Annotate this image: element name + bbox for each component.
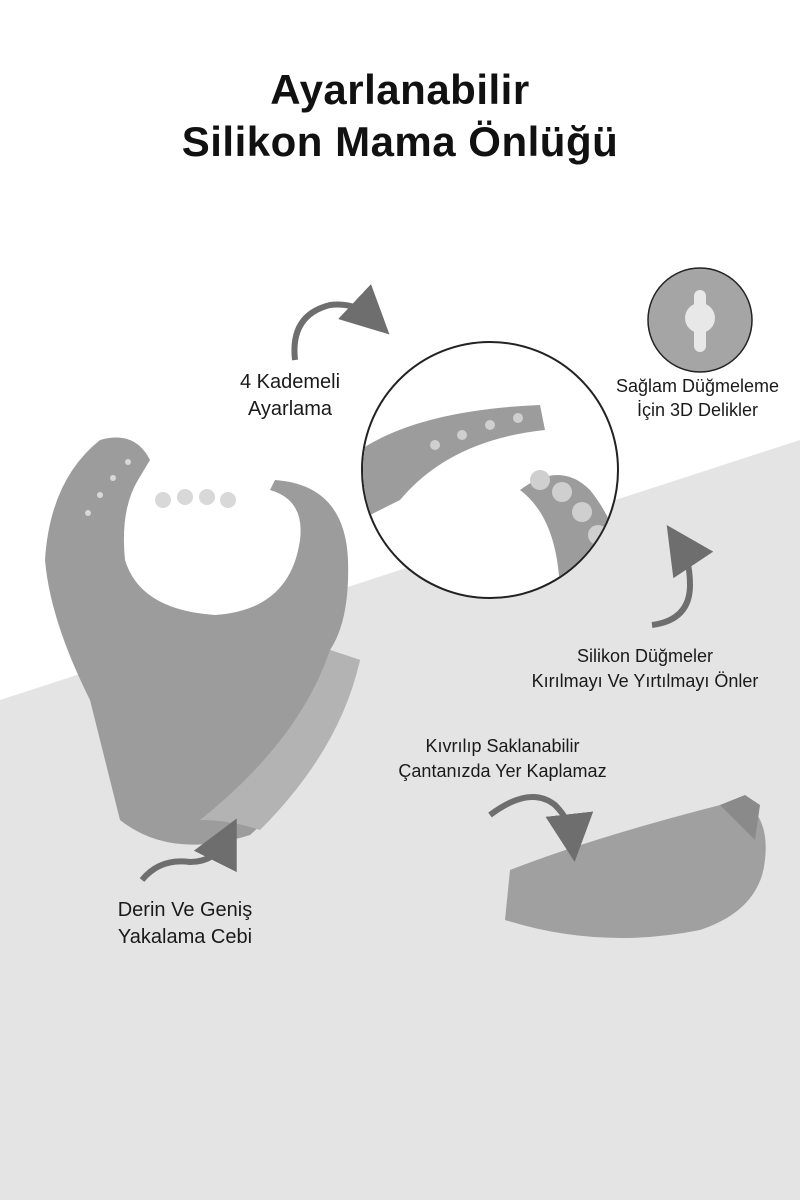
- arrow-icon: [139, 818, 237, 882]
- label-line: İçin 3D Delikler: [636, 400, 759, 420]
- label-adjustment: 4 Kademeli Ayarlama: [200, 369, 380, 423]
- label-pocket: Derin Ve Geniş Yakalama Cebi: [70, 897, 300, 951]
- folded-bib-image: [505, 795, 766, 938]
- closeup-circle: [361, 341, 619, 599]
- label-line: Kıvrılıp Saklanabilir: [425, 736, 580, 756]
- arrow-icon: [488, 794, 594, 862]
- label-foldable: Kıvrılıp Saklanabilir Çantanızda Yer Kap…: [370, 734, 635, 784]
- label-line: Sağlam Düğmeleme: [615, 376, 780, 396]
- label-3d-holes: Sağlam Düğmeleme İçin 3D Delikler: [595, 374, 800, 422]
- bib-image: [45, 437, 360, 845]
- hole-closeup: [647, 267, 753, 373]
- label-silicone-buttons: Silikon Düğmeler Kırılmayı Ve Yırtılmayı…: [500, 644, 790, 694]
- label-line: Ayarlama: [247, 398, 333, 420]
- label-line: Derin Ve Geniş: [117, 899, 253, 921]
- title-line-1: Ayarlanabilir: [270, 66, 530, 113]
- arrow-icon: [291, 284, 390, 361]
- label-line: Silikon Düğmeler: [576, 646, 714, 666]
- label-line: 4 Kademeli: [239, 371, 341, 393]
- label-line: Kırılmayı Ve Yırtılmayı Önler: [531, 671, 759, 691]
- page-title: Ayarlanabilir Silikon Mama Önlüğü: [0, 64, 800, 168]
- label-line: Yakalama Cebi: [117, 926, 253, 948]
- arrow-icon: [651, 525, 714, 628]
- title-line-2: Silikon Mama Önlüğü: [181, 118, 619, 165]
- label-line: Çantanızda Yer Kaplamaz: [398, 761, 607, 781]
